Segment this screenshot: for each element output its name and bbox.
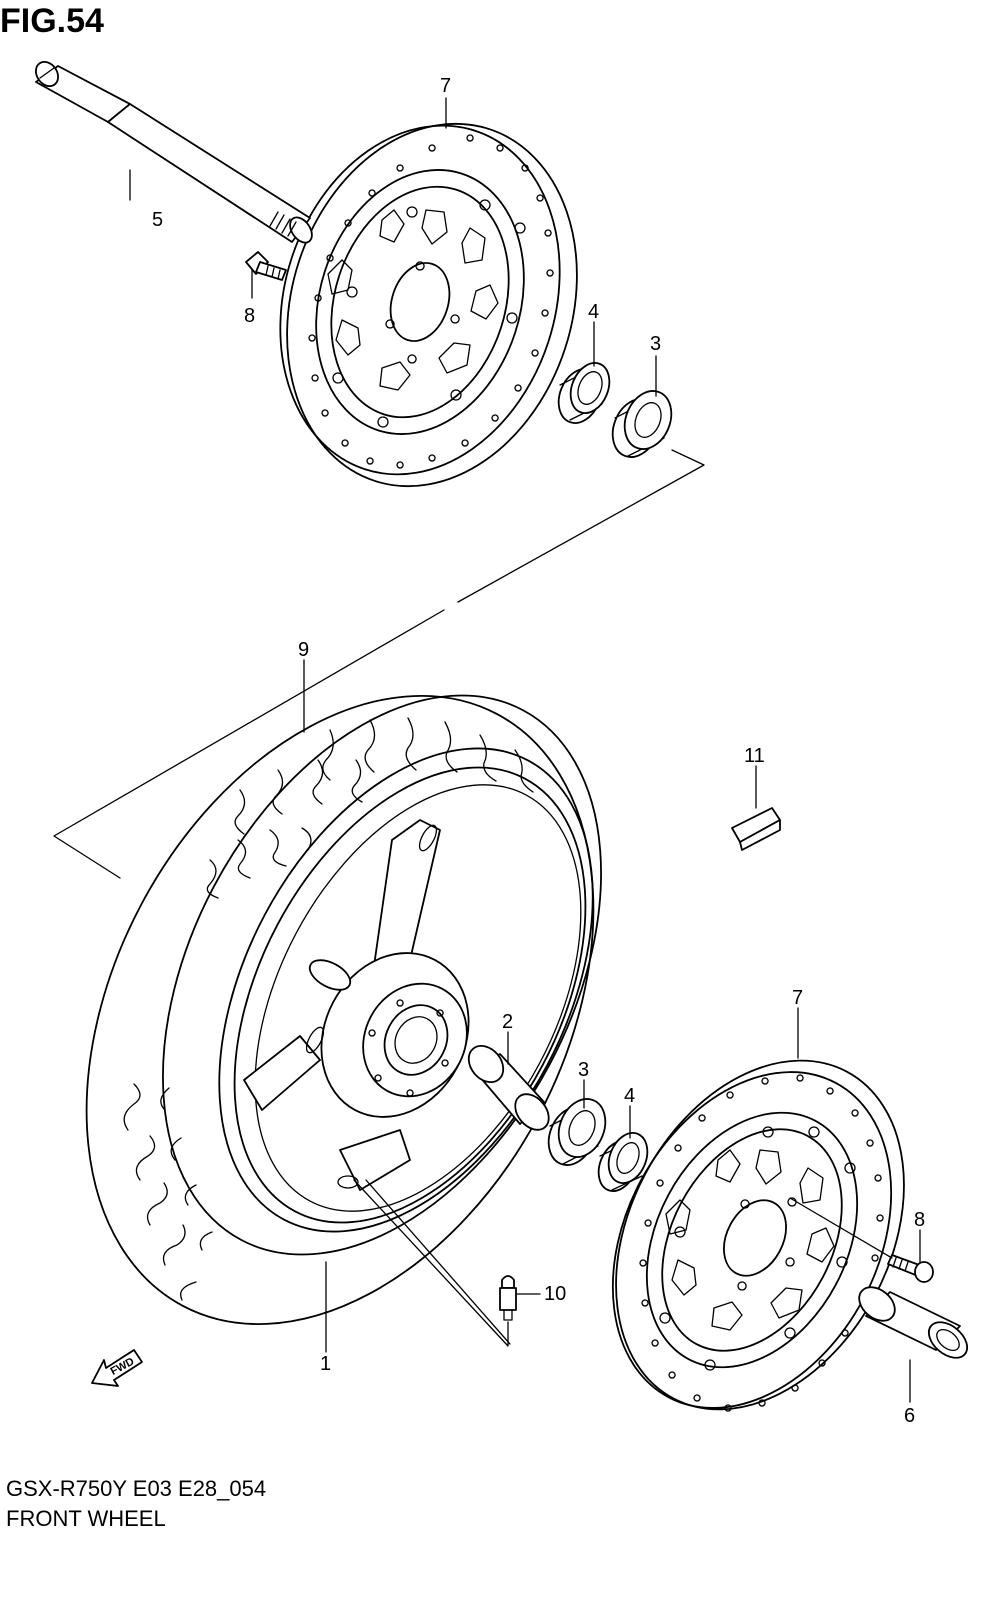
callout-10: 10 [544, 1283, 566, 1305]
callout-7-upper: 7 [440, 75, 451, 97]
section-name: FRONT WHEEL [6, 1506, 166, 1531]
wheel-spacer [467, 1044, 550, 1131]
callout-4-lower: 4 [624, 1085, 635, 1107]
forward-arrow-icon: FWD [91, 1349, 143, 1387]
leader-lines [129, 97, 921, 1403]
front-axle [35, 61, 313, 244]
brake-disc-lower [611, 1059, 905, 1412]
tire-valve [499, 1275, 517, 1321]
callout-2: 2 [502, 1011, 513, 1033]
callout-3-upper: 3 [650, 333, 661, 355]
brake-disc-upper [279, 122, 578, 488]
bearing-lower [547, 1098, 607, 1166]
callout-9: 9 [298, 639, 309, 661]
axle-collar [858, 1286, 969, 1359]
callout-7-lower: 7 [792, 987, 803, 1009]
disc-bolt-lower [887, 1254, 934, 1283]
callout-3-lower: 3 [578, 1059, 589, 1081]
balance-weight [731, 807, 781, 851]
callout-1: 1 [320, 1353, 331, 1375]
callout-8-upper: 8 [244, 305, 255, 327]
callout-11: 11 [744, 745, 765, 767]
front-wheel-tire [85, 694, 602, 1325]
model-code: GSX-R750Y E03 E28_054 [6, 1476, 267, 1501]
callout-8-lower: 8 [914, 1209, 925, 1231]
callout-4-upper: 4 [588, 301, 599, 323]
callout-6: 6 [904, 1405, 915, 1427]
disc-bolt-upper [245, 251, 287, 281]
oil-seal-upper [557, 362, 611, 424]
callout-5: 5 [152, 209, 163, 231]
oil-seal-lower [597, 1132, 649, 1192]
figure-title: FIG.54 [0, 2, 104, 40]
assembly-outline [53, 449, 705, 879]
callout-labels: 7 5 8 4 3 9 11 2 7 3 4 8 10 1 6 [152, 75, 925, 1427]
bearing-upper [611, 390, 673, 458]
